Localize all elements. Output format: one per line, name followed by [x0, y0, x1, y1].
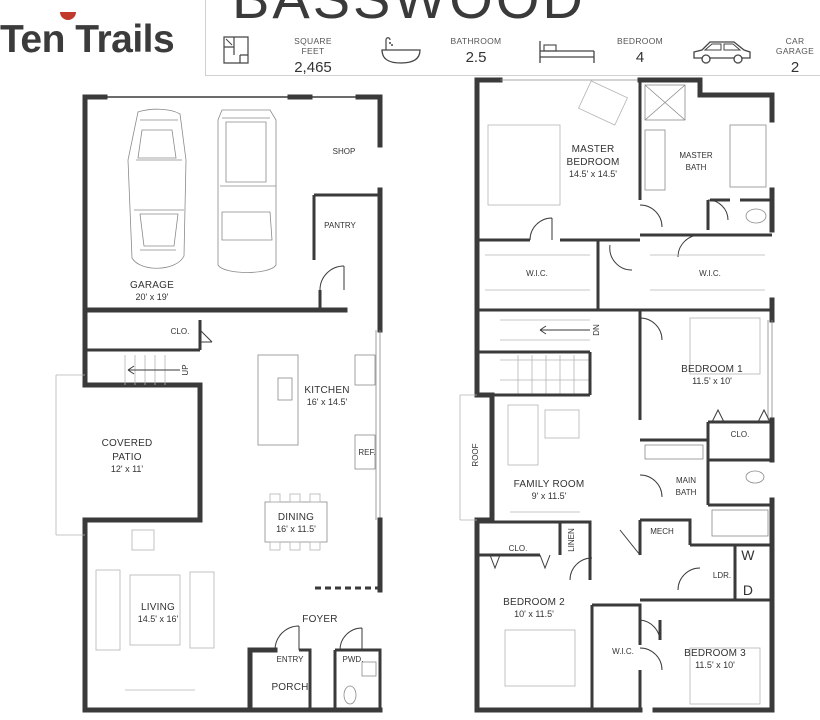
room-closet-hall: CLO.	[509, 544, 528, 553]
room-pantry: PANTRY	[324, 221, 356, 230]
stat-value: 2	[790, 59, 800, 76]
master-vanity	[644, 129, 666, 191]
refrigerator	[354, 434, 376, 470]
room-dining: DINING	[278, 512, 314, 523]
room-shop: SHOP	[333, 147, 356, 156]
room-bedroom-3-dim: 11.5' x 10'	[695, 660, 735, 670]
truck-drawing	[217, 109, 277, 273]
master-tub	[729, 124, 767, 188]
room-bedroom-3: BEDROOM 3	[684, 648, 746, 659]
header-rule	[205, 75, 820, 76]
room-dining-dim: 16' x 11.5'	[276, 524, 316, 534]
stat-square-feet: SQUARE FEET 2,465	[282, 36, 344, 76]
second-floor-plan: ROOF MASTER BEDROOM 14.5' x 14.5' MASTER…	[459, 77, 775, 713]
room-covered-patio-dim: 12' x 11'	[111, 464, 144, 474]
dining-table	[264, 493, 328, 551]
room-master-bath-1: MASTER	[679, 151, 713, 160]
bedroom2-bed	[504, 629, 576, 687]
room-mech: MECH	[650, 527, 674, 536]
master-toilet	[745, 208, 767, 224]
room-kitchen-dim: 16' x 14.5'	[307, 397, 348, 407]
stat-bathroom: BATHROOM 2.5	[446, 36, 506, 66]
room-linen: LINEN	[567, 528, 576, 552]
room-bedroom-1-dim: 11.5' x 10'	[692, 376, 732, 386]
stat-label: BEDROOM	[616, 36, 664, 46]
stair-down-label: DN	[592, 324, 601, 336]
washer-label: W	[741, 547, 755, 563]
family-sofa	[507, 404, 539, 466]
dryer-label: D	[743, 582, 753, 598]
stat-bedroom: BEDROOM 4	[612, 36, 668, 66]
main-bath-vanity	[644, 444, 704, 460]
room-wic-b3: W.I.C.	[612, 647, 634, 656]
room-porch: PORCH	[271, 682, 308, 693]
bedroom3-bed	[689, 647, 761, 705]
model-name: BASSWOOD	[232, 0, 586, 31]
room-family: FAMILY ROOM	[514, 479, 585, 490]
main-bath-toilet	[745, 470, 765, 484]
room-covered-patio-2: PATIO	[112, 452, 142, 463]
master-bed	[487, 124, 561, 206]
room-main-bath-2: BATH	[676, 488, 697, 497]
bed-icon	[539, 41, 595, 63]
stat-label: SQUARE FEET	[294, 36, 332, 56]
room-kitchen: KITCHEN	[304, 385, 349, 396]
room-bedroom-2: BEDROOM 2	[503, 597, 565, 608]
room-garage-dim: 20' x 19'	[136, 292, 169, 302]
room-master-bath-2: BATH	[686, 163, 707, 172]
kitchen-island	[257, 354, 299, 446]
bedroom1-bed	[689, 317, 761, 375]
stair-up-label: UP	[181, 364, 190, 375]
main-bath-tub	[711, 509, 769, 537]
room-entry: ENTRY	[277, 655, 305, 664]
stat-value: 2.5	[465, 49, 487, 66]
floorplan-icon	[223, 36, 249, 64]
room-wic-left: W.I.C.	[526, 269, 548, 278]
room-closet-b1: CLO.	[731, 430, 750, 439]
room-living-dim: 14.5' x 16'	[138, 614, 179, 624]
stat-label: BATHROOM	[450, 36, 502, 46]
room-living: LIVING	[141, 602, 175, 613]
room-bedroom-2-dim: 10' x 11.5'	[514, 609, 554, 619]
kitchen-sink	[277, 377, 293, 401]
stat-label: CAR GARAGE	[775, 36, 815, 56]
brand-logo: Ten Trails	[0, 12, 175, 62]
living-furniture	[95, 529, 215, 691]
room-powder: PWD.	[343, 655, 364, 664]
master-shower	[644, 84, 686, 121]
stat-car-garage: CAR GARAGE 2	[766, 36, 820, 76]
master-chair	[578, 80, 628, 126]
room-covered-patio-1: COVERED	[102, 438, 153, 449]
stat-value: 4	[635, 49, 645, 66]
first-floor-plan: GARAGE 20' x 19' SHOP PANTRY COVERED PAT…	[55, 94, 383, 713]
range	[354, 354, 376, 386]
powder-sink	[361, 661, 377, 677]
header-divider	[205, 0, 206, 76]
room-laundry: LDR.	[713, 571, 731, 580]
room-closet: CLO.	[171, 327, 190, 336]
brand-mark-icon	[60, 12, 76, 20]
header: Ten Trails BASSWOOD SQUARE FEET 2,465 BA…	[0, 0, 820, 76]
room-master-bedroom-dim: 14.5' x 14.5'	[569, 169, 617, 179]
car-icon	[693, 41, 751, 64]
room-foyer: FOYER	[302, 614, 337, 625]
family-table	[544, 409, 580, 439]
powder-toilet	[343, 685, 357, 705]
stat-value: 2,465	[294, 59, 332, 76]
bathtub-icon	[381, 37, 421, 64]
ref-label: REF.	[358, 448, 375, 457]
room-bedroom-1: BEDROOM 1	[681, 364, 743, 375]
room-garage: GARAGE	[130, 280, 174, 291]
room-master-bedroom-1: MASTER	[572, 144, 615, 155]
room-master-bedroom-2: BEDROOM	[566, 157, 619, 168]
roof-label: ROOF	[471, 443, 480, 466]
room-main-bath-1: MAIN	[676, 476, 696, 485]
room-wic-right: W.I.C.	[699, 269, 721, 278]
brand-name: Ten Trails	[0, 18, 175, 61]
car-drawing	[127, 108, 187, 269]
room-family-dim: 9' x 11.5'	[532, 491, 567, 501]
